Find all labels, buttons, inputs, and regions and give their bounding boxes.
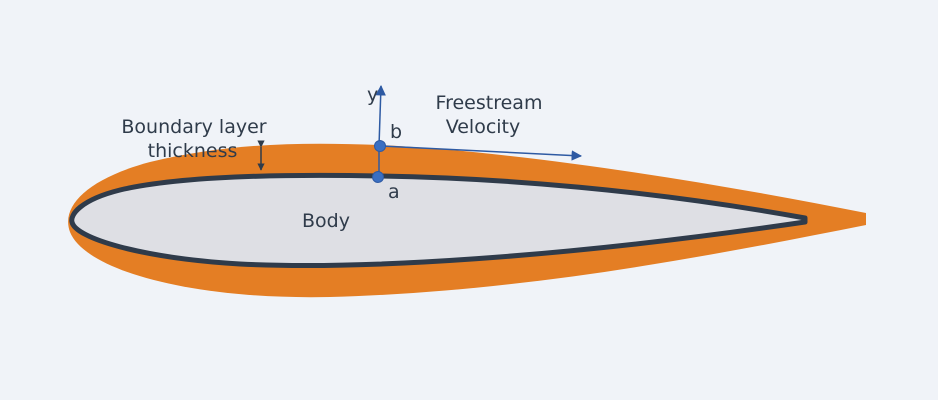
y-axis-arrow	[375, 84, 386, 147]
boundary-layer-label-line1: Boundary layer	[121, 116, 267, 138]
point-a-marker	[372, 171, 384, 183]
point-b-marker	[374, 140, 386, 152]
freestream-velocity-label: Freestream Velocity	[414, 91, 564, 139]
y-axis-label: y	[367, 84, 379, 106]
boundary-layer-label-line2: thickness	[147, 140, 238, 162]
boundary-layer-thickness-label: Boundary layer thickness	[104, 115, 284, 163]
airfoil-body	[69, 172, 808, 268]
point-b-label: b	[390, 121, 403, 143]
freestream-label-line1: Freestream	[435, 92, 543, 114]
freestream-velocity-arrow	[380, 145, 583, 161]
freestream-label-line2: Velocity	[445, 116, 521, 138]
point-a-label: a	[388, 181, 400, 203]
body-label: Body	[302, 210, 350, 232]
